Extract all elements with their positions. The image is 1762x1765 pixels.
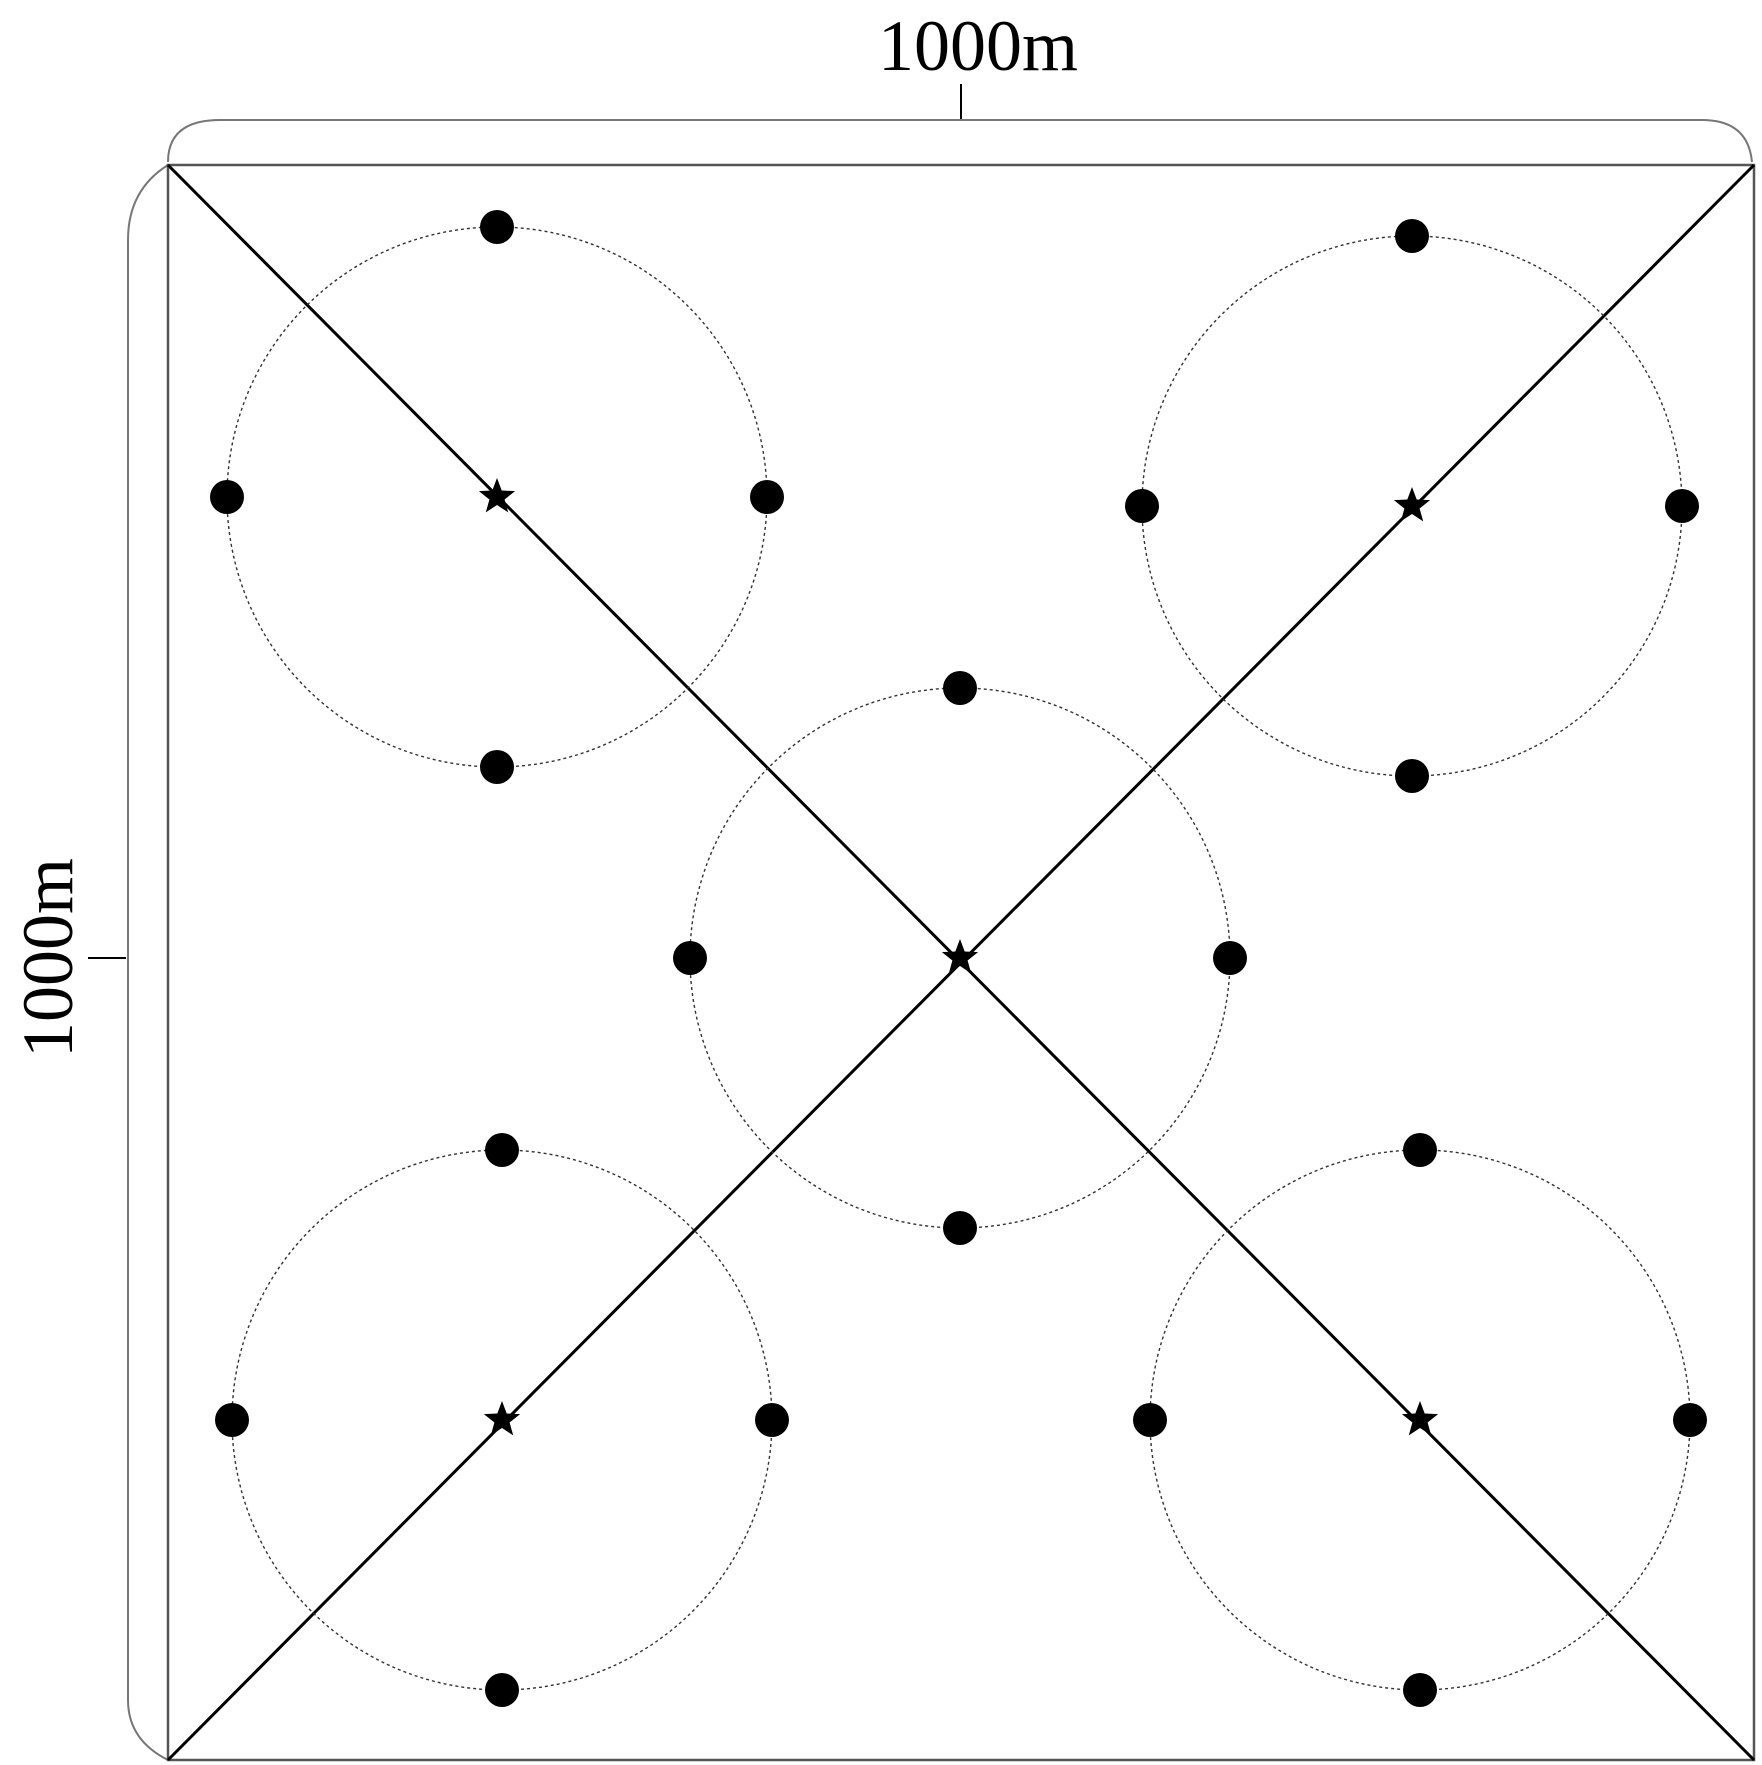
cluster-top-left [210, 210, 784, 784]
filled-circle-icon [485, 1673, 519, 1707]
cluster-top-right [1125, 219, 1699, 793]
cluster-group [210, 210, 1707, 1707]
star-icon [941, 939, 979, 974]
filled-circle-icon [750, 480, 784, 514]
filled-circle-icon [480, 210, 514, 244]
filled-circle-icon [1125, 489, 1159, 523]
filled-circle-icon [480, 750, 514, 784]
cluster-bottom-left [215, 1133, 789, 1707]
filled-circle-icon [1403, 1133, 1437, 1167]
field-boundary [166, 163, 1756, 1762]
height-bracket [127, 164, 169, 1761]
filled-circle-icon [1133, 1403, 1167, 1437]
width-bracket [167, 119, 1753, 163]
filled-circle-icon [485, 1133, 519, 1167]
star-icon [1401, 1401, 1439, 1436]
filled-circle-icon [215, 1403, 249, 1437]
filled-circle-icon [1403, 1673, 1437, 1707]
filled-circle-icon [1213, 941, 1247, 975]
filled-circle-icon [943, 1211, 977, 1245]
filled-circle-icon [673, 941, 707, 975]
filled-circle-icon [1395, 759, 1429, 793]
height-label: 1000m [8, 858, 88, 1058]
filled-circle-icon [943, 671, 977, 705]
star-icon [1393, 487, 1431, 522]
width-label: 1000m [878, 6, 1078, 86]
filled-circle-icon [1673, 1403, 1707, 1437]
filled-circle-icon [1665, 489, 1699, 523]
star-icon [478, 478, 516, 513]
filled-circle-icon [210, 480, 244, 514]
cluster-center [673, 671, 1247, 1245]
filled-circle-icon [755, 1403, 789, 1437]
filled-circle-icon [1395, 219, 1429, 253]
cluster-bottom-right [1133, 1133, 1707, 1707]
star-icon [483, 1401, 521, 1436]
